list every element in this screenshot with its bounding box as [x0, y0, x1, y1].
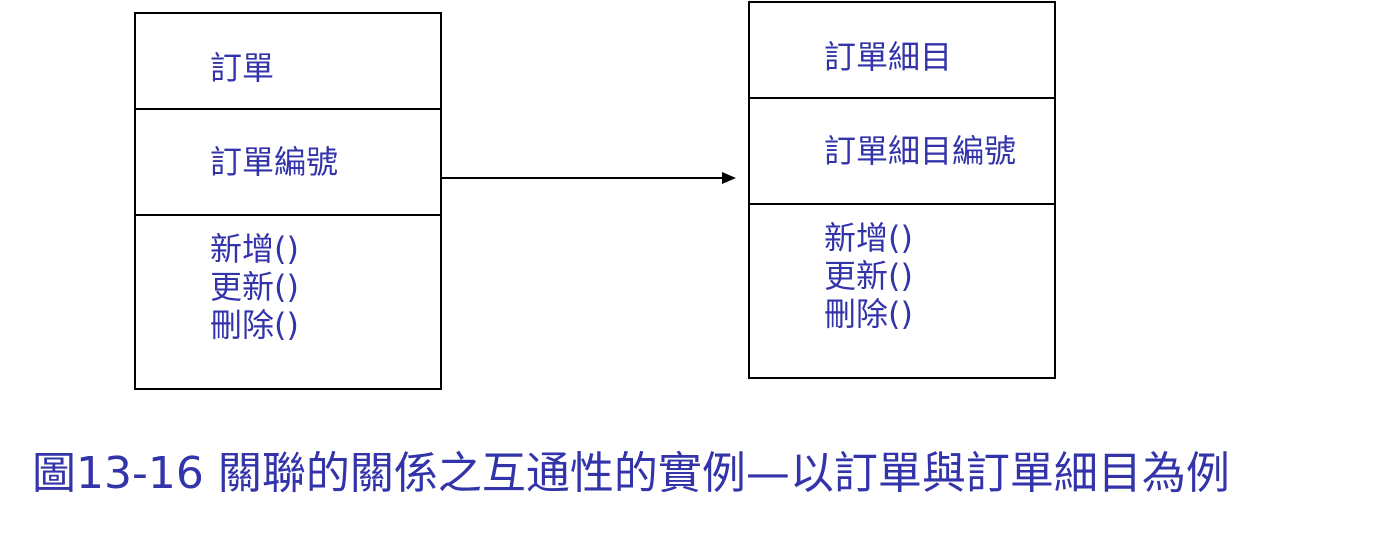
- operation-delete: 刪除(): [824, 295, 913, 333]
- class-operations-section: 新增() 更新() 刪除(): [136, 214, 440, 388]
- figure-caption: 圖13-16 關聯的關係之互通性的實例—以訂單與訂單細目為例: [32, 448, 1230, 499]
- class-operations-section: 新增() 更新() 刪除(): [750, 203, 1054, 377]
- class-name: 訂單細目: [824, 38, 953, 76]
- class-box-order: 訂單 訂單編號 新增() 更新() 刪除(): [134, 12, 442, 390]
- class-box-order-detail: 訂單細目 訂單細目編號 新增() 更新() 刪除(): [748, 1, 1056, 379]
- operation-add: 新增(): [824, 219, 913, 257]
- class-name-section: 訂單: [136, 14, 440, 108]
- class-attribute-section: 訂單細目編號: [750, 97, 1054, 203]
- class-name: 訂單: [210, 49, 275, 87]
- operation-delete: 刪除(): [210, 306, 299, 344]
- arrowhead-icon: [722, 172, 736, 184]
- class-attribute: 訂單編號: [210, 143, 339, 181]
- class-attribute: 訂單細目編號: [824, 132, 1017, 170]
- operation-update: 更新(): [824, 257, 913, 295]
- operation-add: 新增(): [210, 230, 299, 268]
- operation-update: 更新(): [210, 268, 299, 306]
- class-name-section: 訂單細目: [750, 3, 1054, 97]
- class-attribute-section: 訂單編號: [136, 108, 440, 214]
